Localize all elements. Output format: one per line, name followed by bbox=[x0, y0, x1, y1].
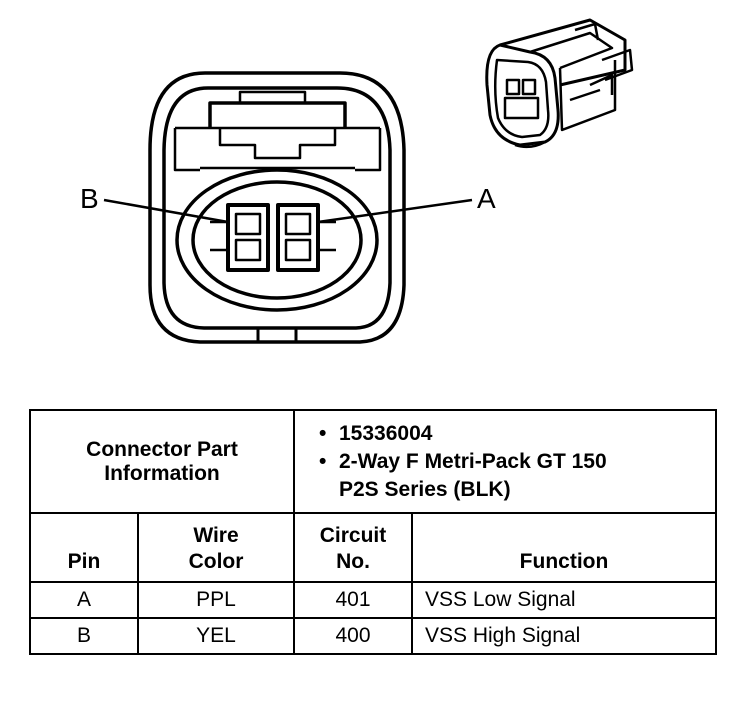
part-number: 15336004 bbox=[319, 420, 715, 448]
connector-bottom-key bbox=[256, 328, 298, 342]
row-pin: B bbox=[29, 617, 139, 655]
connector-face-inner-shell bbox=[162, 86, 392, 330]
header-pin: Pin bbox=[29, 512, 139, 583]
row-wire-color: PPL bbox=[137, 581, 295, 619]
pin-b-callout: B bbox=[80, 183, 99, 214]
header-function: Function bbox=[411, 512, 717, 583]
row-circuit: 401 bbox=[293, 581, 413, 619]
row-wire-color: YEL bbox=[137, 617, 295, 655]
contact-area-outer-ring bbox=[175, 168, 379, 312]
table-row: A PPL 401 VSS Low Signal bbox=[29, 581, 717, 619]
connector-face-outer-shell bbox=[148, 71, 406, 344]
table-row: B YEL 400 VSS High Signal bbox=[29, 617, 717, 655]
row-function: VSS Low Signal bbox=[411, 581, 717, 619]
connector-part-info-label: Connector Part Information bbox=[29, 409, 295, 514]
pin-b-cavity bbox=[226, 203, 270, 272]
pin-b-leader-line bbox=[103, 198, 229, 224]
connector-perspective-view bbox=[485, 18, 634, 149]
row-function: VSS High Signal bbox=[411, 617, 717, 655]
contact-area-inner-ring bbox=[191, 180, 363, 300]
pin-a-callout: A bbox=[477, 183, 496, 214]
connector-latch bbox=[208, 101, 347, 128]
pin-a-cavity bbox=[276, 203, 320, 272]
row-circuit: 400 bbox=[293, 617, 413, 655]
pin-a-leader-line bbox=[317, 198, 473, 224]
connector-pinout-table: Connector Part Information 15336004 2-Wa… bbox=[29, 409, 717, 655]
row-pin: A bbox=[29, 581, 139, 619]
